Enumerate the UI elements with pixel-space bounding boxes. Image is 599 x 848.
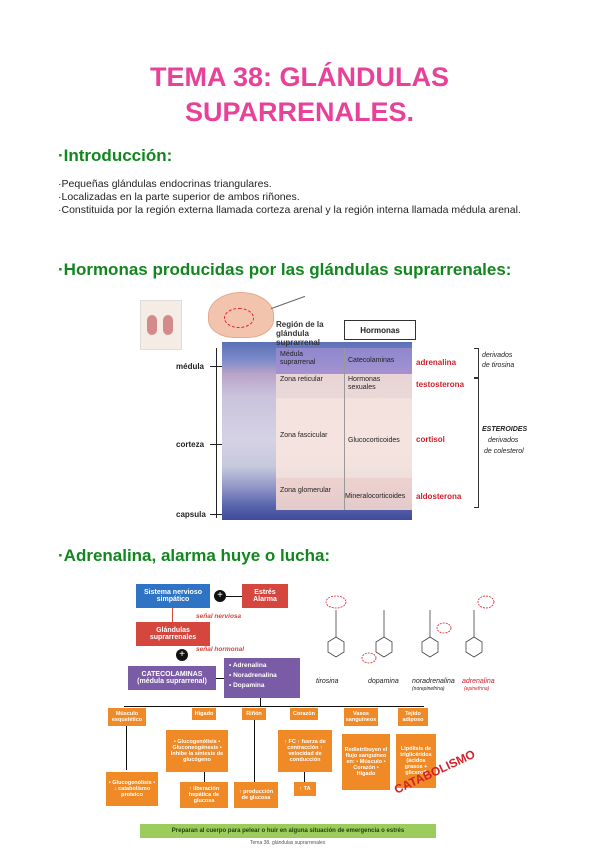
- adrenaline-flowchart: Sistema nervioso simpático + Estrés Alar…: [100, 576, 500, 846]
- intro-heading: ·Introducción:: [58, 146, 173, 165]
- table-header-hormones: Hormonas: [360, 325, 400, 335]
- organ-tejido: Tejido adiposo: [398, 708, 428, 726]
- effect-corazon: ↑ FC ↑ fuerza de contracción ↑ velocidad…: [278, 730, 332, 772]
- group2-line2: derivados: [488, 437, 519, 444]
- effect-liberacion: ↑ liberación hepática de glucosa: [180, 782, 228, 808]
- zone-reticular: Zona reticular: [280, 376, 323, 383]
- group2-line1: ESTEROIDES: [482, 426, 528, 433]
- box-catecolaminas: CATECOLAMINAS (médula suprarrenal): [128, 666, 216, 690]
- catecol-item-1: • Adrenalina: [229, 662, 267, 669]
- box-snp: Sistema nervioso simpático: [136, 584, 210, 608]
- organ-rinon: Riñón: [242, 708, 266, 720]
- kidney-illustration: [140, 300, 182, 350]
- class-mineralocorticoides: Mineralocorticoides: [345, 493, 406, 500]
- mol-noradrenalina-sub: (norepinefrina): [412, 686, 445, 692]
- group1-line1: derivados: [482, 352, 513, 359]
- table-header-region: Región de la glándula suprarrenal: [276, 320, 324, 347]
- group1-line2: de tirosina: [482, 362, 515, 369]
- intro-line-2: ·Localizadas en la parte superior de amb…: [58, 191, 300, 203]
- adrenaline-heading: ·Adrenalina, alarma huye o lucha:: [58, 546, 331, 565]
- box-glands: Glándulas suprarrenales: [136, 622, 210, 646]
- box-catecol-list: • Adrenalina • Noradrenalina • Dopamina: [224, 658, 300, 698]
- adrenal-gland-figure: Región de la glándula suprarrenal Hormon…: [138, 290, 538, 530]
- molecule-svg: [325, 595, 495, 664]
- plus-icon-1: +: [214, 590, 226, 602]
- organ-corazon: Corazón: [290, 708, 318, 720]
- mol-adrenalina: adrenalina: [462, 678, 495, 685]
- hormone-adrenalina: adrenalina: [416, 358, 457, 367]
- banner-conclusion: Preparan al cuerpo para pelear o huir en…: [140, 824, 436, 838]
- intro-line-1: ·Pequeñas glándulas endocrinas triangula…: [58, 178, 272, 190]
- hormone-cortisol: cortisol: [416, 435, 445, 444]
- figure-footer: Tema 38. glándulas suprarrenales: [250, 840, 326, 846]
- senal-hormonal: señal hormonal: [196, 646, 245, 653]
- effect-tejido: Lipólisis de triglicéridos (ácidos graso…: [396, 734, 436, 788]
- organ-musculo: Músculo esquelético: [108, 708, 146, 726]
- mol-noradrenalina: noradrenalina: [412, 678, 455, 685]
- catecol-item-2: • Noradrenalina: [229, 672, 277, 679]
- group2-line3: de colesterol: [484, 448, 524, 455]
- page-title-line1: TEMA 38: GLÁNDULAS: [149, 62, 449, 92]
- organ-higado: Hígado: [192, 708, 216, 720]
- label-corteza: corteza: [176, 440, 205, 449]
- region-table: Región de la glándula suprarrenal: [276, 320, 412, 512]
- senal-nerviosa: señal nerviosa: [196, 613, 242, 620]
- class-glucocorticoides: Glucocorticoides: [348, 437, 400, 444]
- hormone-testosterona: testosterona: [416, 380, 465, 389]
- effect-higado: • Glucogenólisis • Gluconeogénesis • Inh…: [166, 730, 228, 772]
- molecule-structures: tirosina dopamina noradrenalina (norepin…: [314, 590, 500, 692]
- page-title-line2: SUPARRENALES.: [184, 97, 415, 127]
- hormone-aldosterona: aldosterona: [416, 492, 462, 501]
- effect-musculo: • Glucogenólisis • ↓ catabolismo proteic…: [106, 772, 158, 806]
- mol-dopamina: dopamina: [368, 678, 399, 685]
- effect-ta: ↑ TA: [294, 782, 316, 796]
- label-medula: médula: [176, 362, 205, 371]
- box-stress: Estrés Alarma: [242, 584, 288, 608]
- effect-vasos: Redistribuyen el flujo sanguíneo en: • M…: [342, 734, 390, 790]
- zone-fascicular: Zona fascicular: [280, 432, 328, 439]
- class-catecolaminas: Catecolaminas: [348, 357, 395, 364]
- zone-glomerular: Zona glomerular: [280, 487, 331, 494]
- organ-vasos: Vasos sanguíneos: [344, 708, 378, 726]
- mol-tirosina: tirosina: [316, 678, 339, 685]
- intro-line-3: ·Constituida por la región externa llama…: [58, 204, 521, 216]
- plus-icon-2: +: [176, 649, 188, 661]
- effect-produccion: ↑ producción de glucosa: [234, 782, 278, 808]
- mol-adrenalina-sub: (epinefrina): [464, 686, 490, 692]
- intro-text: ·Pequeñas glándulas endocrinas triangula…: [58, 178, 544, 217]
- hormones-heading: ·Hormonas producidas por las glándulas s…: [58, 260, 512, 279]
- zone-medula: Médula suprarrenal: [280, 351, 316, 366]
- catecol-item-3: • Dopamina: [229, 682, 265, 689]
- label-capsula: capsula: [176, 510, 206, 519]
- class-sexuales: Hormonas sexuales: [348, 376, 381, 391]
